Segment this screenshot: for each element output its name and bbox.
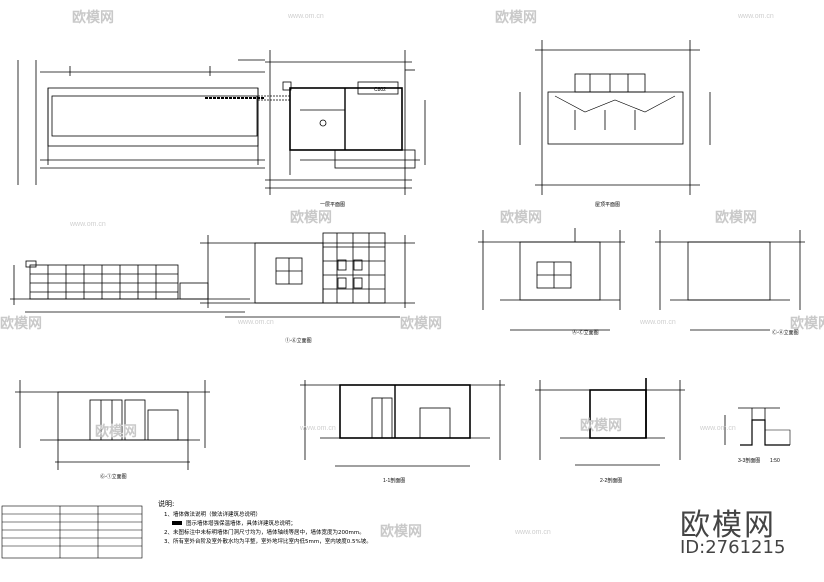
watermark-brand: 欧模网 [495, 9, 537, 26]
brand-block: 欧模网 ID:2761215 [680, 500, 820, 560]
watermark-brand: 欧模网 [95, 423, 137, 440]
hatch-legend [172, 521, 182, 525]
sec3-scale: 1:50 [770, 458, 780, 464]
notes-line-2: 图示墙体增强保温墙体，具体详建筑总说明； [186, 519, 296, 527]
notes-title: 说明: [158, 499, 174, 508]
watermark-brand: 欧模网 [400, 315, 442, 332]
plan2-title: 屋顶平面图 [595, 202, 620, 208]
elev1-title: ①-⑥立面图 [285, 337, 312, 344]
fence-plan [17, 60, 290, 185]
elevation-front [200, 232, 415, 318]
elev4-title: ⑥-①立面图 [100, 473, 127, 480]
watermark-url: www.om.cn [699, 425, 736, 432]
watermark-url: www.om.cn [237, 319, 274, 326]
watermark-brand: 欧模网 [0, 315, 42, 332]
watermark-brand: 欧模网 [290, 209, 332, 226]
watermark-url: www.om.cn [299, 425, 336, 432]
drawing-labels: C802 一层平面图 屋顶平面图 ①-⑥立面图 Ⓐ-Ⓒ立面图 Ⓒ-Ⓐ立面图 ⑥-… [100, 87, 799, 484]
floor-plan [238, 50, 426, 195]
watermark-layer: 欧模网 www.om.cn 欧模网 www.om.cn 欧模网 欧模网 欧模网 … [0, 9, 824, 540]
roof-plan [519, 40, 711, 195]
elevation-side-a [478, 228, 625, 331]
section-1-1 [300, 380, 505, 467]
sec1-title: 1-1剖面图 [383, 477, 405, 484]
general-notes: 说明: 1、墙体做法说明（做法详建筑总说明） 图示墙体增强保温墙体，具体详建筑总… [158, 499, 372, 545]
sec3-title: 3-3剖面图 [738, 457, 760, 464]
watermark-url: www.om.cn [639, 319, 676, 326]
watermark-url: www.om.cn [69, 221, 106, 228]
watermark-brand: 欧模网 [715, 209, 757, 226]
watermark-url: www.om.cn [737, 13, 774, 20]
drawing-list-table [1, 505, 143, 559]
notes-line-1: 1、墙体做法说明（做法详建筑总说明） [164, 510, 261, 518]
brand-name: 欧模网 [680, 508, 776, 543]
section-2-2 [535, 378, 685, 466]
notes-line-3: 2、未图标注中未标明墙体门洞尺寸均为，墙体轴线等居中，墙体宽度为200mm。 [164, 528, 365, 536]
sec2-title: 2-2剖面图 [600, 477, 622, 484]
watermark-url: www.om.cn [514, 529, 551, 536]
elevation-rear [15, 380, 210, 470]
watermark-brand: 欧模网 [380, 523, 422, 540]
room-tag: C802 [374, 87, 386, 93]
elev3-title: Ⓒ-Ⓐ立面图 [772, 329, 799, 336]
notes-line-4: 3、所有室外台阶及室外散水均为平整，室外地坪比室内低5mm，室内坡度0.5%坡。 [164, 537, 372, 545]
watermark-brand: 欧模网 [500, 209, 542, 226]
section-3-3 [724, 407, 791, 446]
watermark-brand: 欧模网 [790, 315, 824, 332]
model-id: ID:2761215 [680, 537, 786, 558]
watermark-brand: 欧模网 [72, 9, 114, 26]
plan1-title: 一层平面图 [320, 202, 345, 208]
fence-elevation [10, 260, 250, 313]
elev2-title: Ⓐ-Ⓒ立面图 [572, 329, 599, 336]
elevation-side-c [655, 230, 805, 331]
watermark-brand: 欧模网 [580, 417, 622, 434]
watermark-url: www.om.cn [287, 13, 324, 20]
